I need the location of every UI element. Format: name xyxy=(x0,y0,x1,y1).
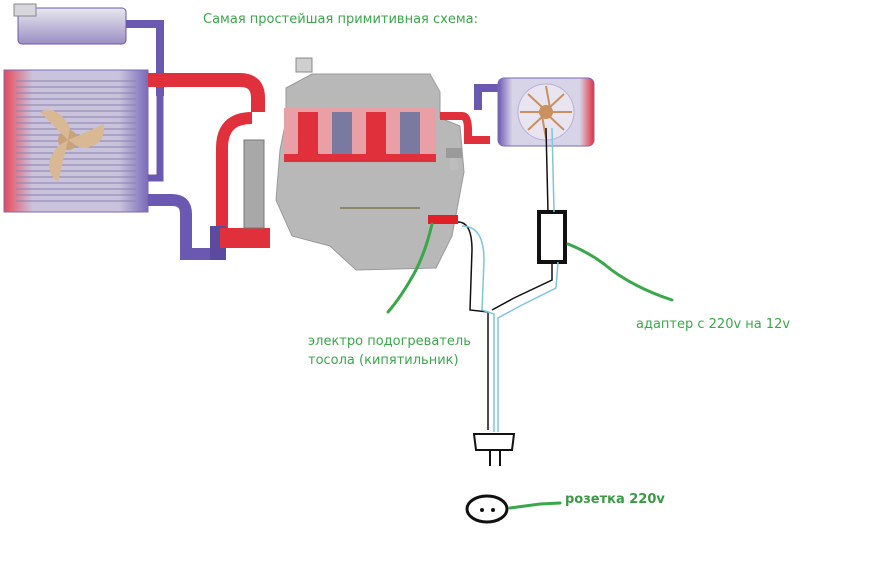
heater-label-line2: тосола (кипятильник) xyxy=(308,353,459,368)
hot-pipe-down xyxy=(216,112,253,238)
radiator-fan-icon xyxy=(40,110,105,182)
cold-pipe-from-heater xyxy=(474,84,504,110)
radiator xyxy=(3,69,149,213)
adapter-label: адаптер с 220v на 12v xyxy=(636,317,791,332)
expansion-tank xyxy=(13,3,164,96)
interior-heater xyxy=(497,77,595,147)
heater-label-line1: электро подогреватель xyxy=(308,334,471,349)
hot-pipe-upper xyxy=(148,73,265,112)
socket-label: розетка 220v xyxy=(565,492,665,507)
water-pump xyxy=(210,139,270,260)
wires xyxy=(457,127,559,432)
power-plug xyxy=(472,433,516,466)
heater-valve-icon xyxy=(446,148,462,170)
hot-pipe-to-heater xyxy=(440,112,490,144)
diagram-title: Самая простейшая примитивная схема: xyxy=(203,12,479,27)
boiler-heating-element xyxy=(428,215,458,224)
cold-pipe-tank-return xyxy=(148,96,164,182)
cold-pipe-lower xyxy=(148,194,220,260)
cylinders xyxy=(298,112,420,156)
annotation-pointers xyxy=(386,222,674,510)
engine-block xyxy=(275,57,465,271)
heater-fan-icon xyxy=(517,83,575,141)
adapter-box xyxy=(537,210,567,264)
heater-label: электро подогреватель тосола (кипятильни… xyxy=(308,332,471,370)
power-socket-icon xyxy=(465,494,509,524)
